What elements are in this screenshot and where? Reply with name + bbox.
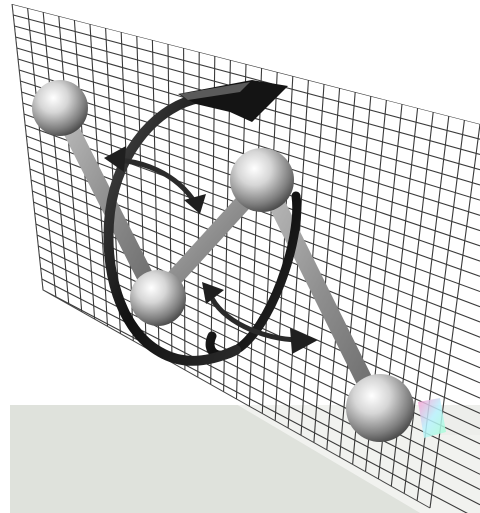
atom-bottom-right: [346, 374, 414, 442]
atom-middle: [130, 270, 186, 326]
atom-top-left: [32, 80, 88, 136]
atom-upper-center: [230, 148, 294, 212]
